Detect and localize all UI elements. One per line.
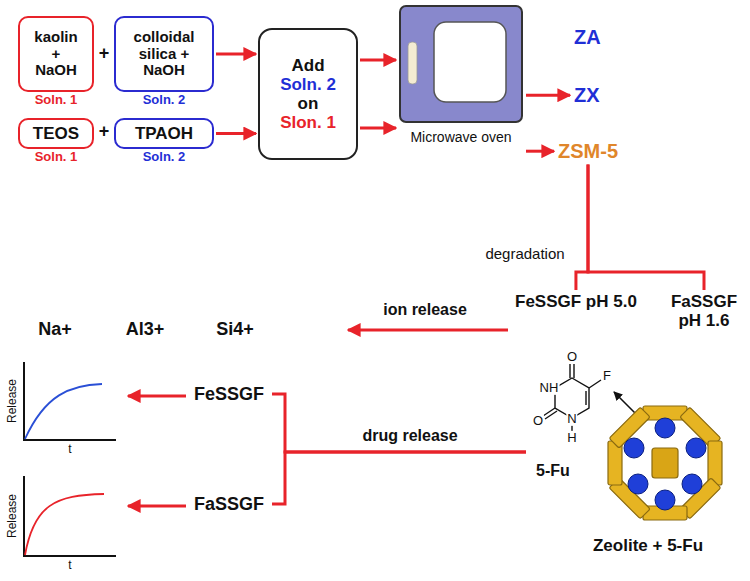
connector-arrow — [216, 132, 256, 135]
microwave-oven: Microwave oven — [398, 4, 524, 168]
node-text: Soln. 2 — [110, 150, 218, 165]
molecule-name: 5-Fu — [536, 462, 570, 480]
process-label: drug release — [362, 427, 457, 445]
node-text: FaSSGF pH 1.6 — [660, 292, 748, 330]
atom-label: NH — [539, 381, 560, 395]
atom-label: H — [566, 431, 577, 445]
node-text: FeSSGF pH 5.0 — [515, 292, 637, 311]
connector-arrow — [216, 53, 256, 56]
axis-label: Release — [6, 494, 19, 538]
node-text: Slon. 1 — [280, 113, 336, 132]
axis-label: t — [68, 559, 71, 572]
node-text: FeSSGF — [194, 384, 264, 404]
plus-sign: + — [99, 44, 110, 64]
node-text: Soln. 1 — [14, 93, 98, 108]
ion-label: Si4+ — [216, 320, 254, 340]
fluid-medium: FaSSGF — [192, 494, 266, 514]
atom-label: O — [532, 414, 544, 428]
connector-arrow — [272, 394, 526, 452]
node-text: Zeolite + 5-Fu — [556, 536, 740, 555]
node-text: TEOS — [33, 124, 79, 143]
node-text: kaolin + NaOH — [34, 29, 77, 79]
solution-box: TEOSSoln. 1 — [18, 118, 94, 149]
node-text: colloidal silica + NaOH — [134, 29, 195, 79]
connector-arrow — [526, 150, 554, 153]
zeolite-product: ZX — [572, 84, 602, 106]
node-text: ZA — [574, 26, 601, 48]
zeolite-product: ZSM-5 — [556, 140, 620, 162]
solution-box: kaolin + NaOHSoln. 1 — [18, 16, 94, 92]
plus-sign: + — [99, 122, 110, 142]
node-text: Soln. 2 — [110, 93, 218, 108]
fluid-medium: FeSSGF — [192, 384, 266, 404]
atom-label: F — [602, 369, 612, 383]
node-text: ZX — [574, 84, 600, 106]
axis-label: Release — [6, 379, 19, 423]
release-chart — [24, 362, 116, 556]
release-arrows — [128, 396, 186, 506]
fluid-medium: FaSSGF pH 1.6 — [658, 292, 750, 330]
connector-arrow — [526, 94, 570, 97]
fluid-medium: FeSSGF pH 5.0 — [513, 292, 639, 311]
node-text: FaSSGF — [194, 494, 264, 514]
node-text: Add — [291, 56, 324, 75]
node-text: Soln. 1 — [14, 150, 98, 165]
axis-label: t — [68, 443, 71, 456]
zeolite-framework — [600, 398, 730, 528]
ion-label: Al3+ — [126, 320, 165, 340]
node-text: TPAOH — [135, 124, 193, 143]
connector-arrow — [360, 59, 396, 62]
mixing-box: AddSoln. 2onSlon. 1 — [258, 28, 358, 160]
connector-arrow — [588, 164, 704, 290]
connector-arrow — [360, 127, 396, 130]
process-label: degradation — [485, 246, 564, 263]
atom-label: N — [566, 412, 577, 426]
microwave-oven-icon — [398, 4, 524, 126]
process-label: ion release — [383, 301, 467, 319]
node-text: Microwave oven — [398, 130, 524, 146]
node-text: on — [298, 94, 319, 113]
atom-label: O — [566, 350, 578, 364]
connector-arrow — [576, 164, 588, 290]
zeolite-product: ZA — [572, 26, 603, 48]
ion-release-arrow — [348, 330, 508, 331]
node-text: Soln. 2 — [280, 75, 336, 94]
ion-label: Na+ — [38, 320, 72, 340]
solution-box: TPAOHSoln. 2 — [114, 118, 214, 149]
solution-box: colloidal silica + NaOHSoln. 2 — [114, 16, 214, 92]
node-text: ZSM-5 — [558, 140, 618, 162]
connector-arrow — [272, 452, 526, 504]
